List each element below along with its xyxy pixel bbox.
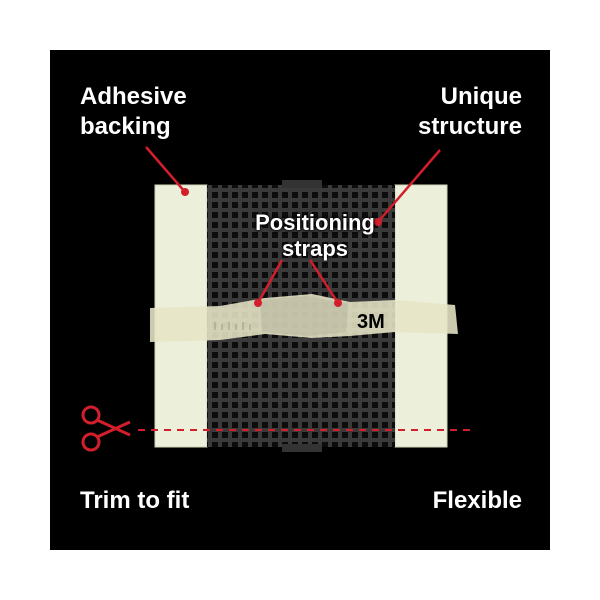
scissors-icon bbox=[81, 405, 131, 452]
positioning-line1: Positioning bbox=[255, 210, 375, 235]
callout-dot-strap-left bbox=[254, 299, 262, 307]
callout-dot-unique bbox=[374, 218, 382, 226]
adhesive-line1: Adhesive bbox=[80, 83, 187, 110]
flexible-label: Flexible bbox=[432, 487, 522, 514]
product-image: 3M Adhesive backing Unique struct bbox=[50, 50, 550, 550]
positioning-line2: straps bbox=[281, 236, 349, 261]
brand-mark-3m: 3M bbox=[357, 311, 385, 333]
velcro-strip-illustration: 3M bbox=[81, 146, 472, 452]
unique-line1: Unique bbox=[440, 83, 522, 110]
unique-structure-label: Unique structure bbox=[418, 82, 522, 142]
callout-dot-adhesive bbox=[181, 188, 189, 196]
callout-dot-strap-right bbox=[334, 299, 342, 307]
positioning-straps-label: Positioning straps bbox=[235, 210, 395, 262]
callout-lines bbox=[145, 146, 441, 304]
adhesive-backing-label: Adhesive backing bbox=[80, 82, 187, 142]
ruler-ticks bbox=[214, 322, 251, 330]
unique-line2: structure bbox=[417, 113, 522, 140]
trim-to-fit-label: Trim to fit bbox=[80, 487, 190, 514]
adhesive-line2: backing bbox=[80, 113, 171, 140]
